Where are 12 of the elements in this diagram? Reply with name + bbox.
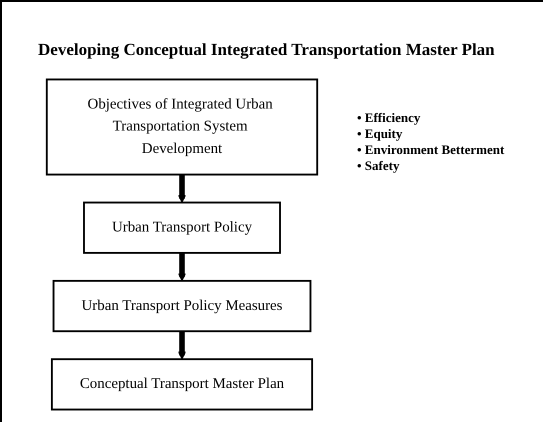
node-box: Objectives of Integrated Urban Transportation System Development — [46, 78, 318, 176]
arrow — [178, 330, 186, 360]
bullet-item: • Equity — [357, 126, 404, 142]
bullet-item: • Safety — [357, 158, 400, 174]
node-box: Urban Transport Policy — [83, 202, 281, 254]
node-box: Urban Transport Policy Measures — [52, 280, 312, 332]
bullet-item: • Environment Betterment — [357, 142, 504, 158]
bullet-item: • Efficiency — [357, 110, 422, 126]
diagram-title: Developing Conceptual Integrated Transportation Master Plan — [38, 40, 495, 60]
node-box: Conceptual Transport Master Plan — [50, 358, 314, 410]
arrow — [178, 252, 186, 282]
arrow — [178, 174, 186, 203]
